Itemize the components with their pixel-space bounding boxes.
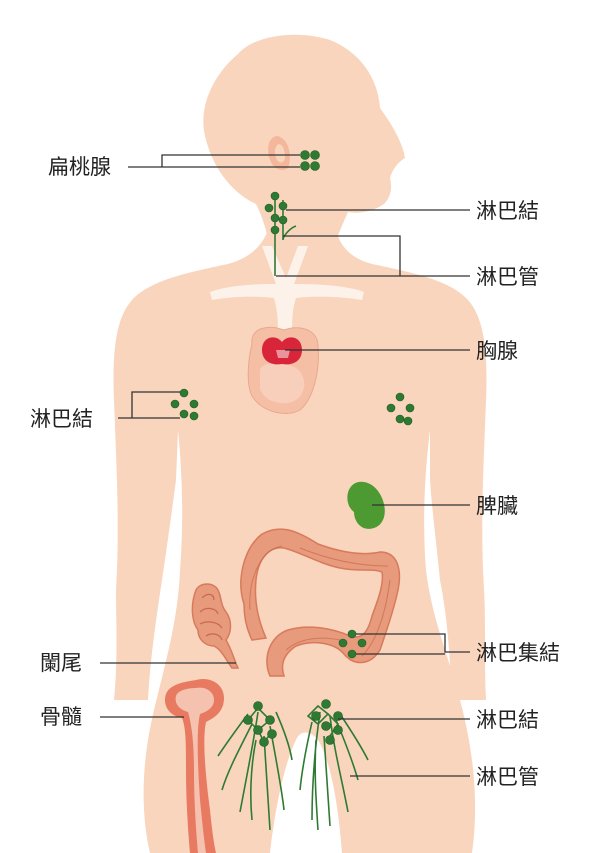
head <box>203 34 405 250</box>
femur-bone <box>164 678 224 853</box>
lymph-nodes <box>170 150 415 747</box>
label-bone-marrow: 骨髓 <box>40 705 82 729</box>
label-spleen: 脾臟 <box>476 494 518 518</box>
thoracic-lymph-vessel <box>210 246 364 340</box>
large-intestine <box>240 528 401 677</box>
label-lymph-vessel-neck: 淋巴管 <box>476 265 539 289</box>
label-lymph-node-groin: 淋巴結 <box>476 708 539 732</box>
heart-and-thymus <box>247 326 319 414</box>
label-appendix: 闌尾 <box>40 651 82 675</box>
label-tonsil: 扁桃腺 <box>48 155 111 179</box>
spleen <box>347 481 385 529</box>
body-silhouette <box>113 34 487 853</box>
label-lymph-node-armpit: 淋巴結 <box>30 407 93 431</box>
label-lymph-node-neck: 淋巴結 <box>476 199 539 223</box>
labels: 扁桃腺 淋巴結 淋巴管 胸腺 淋巴結 脾臟 淋巴集結 闌尾 骨髓 淋巴結 淋巴管 <box>30 155 560 789</box>
leader-lines <box>100 154 470 777</box>
label-lymph-vessel-leg: 淋巴管 <box>476 765 539 789</box>
ear <box>268 136 290 170</box>
label-aggregated-lymph-nodes: 淋巴集結 <box>476 641 560 665</box>
appendix <box>191 583 240 669</box>
label-thymus: 胸腺 <box>476 339 518 363</box>
